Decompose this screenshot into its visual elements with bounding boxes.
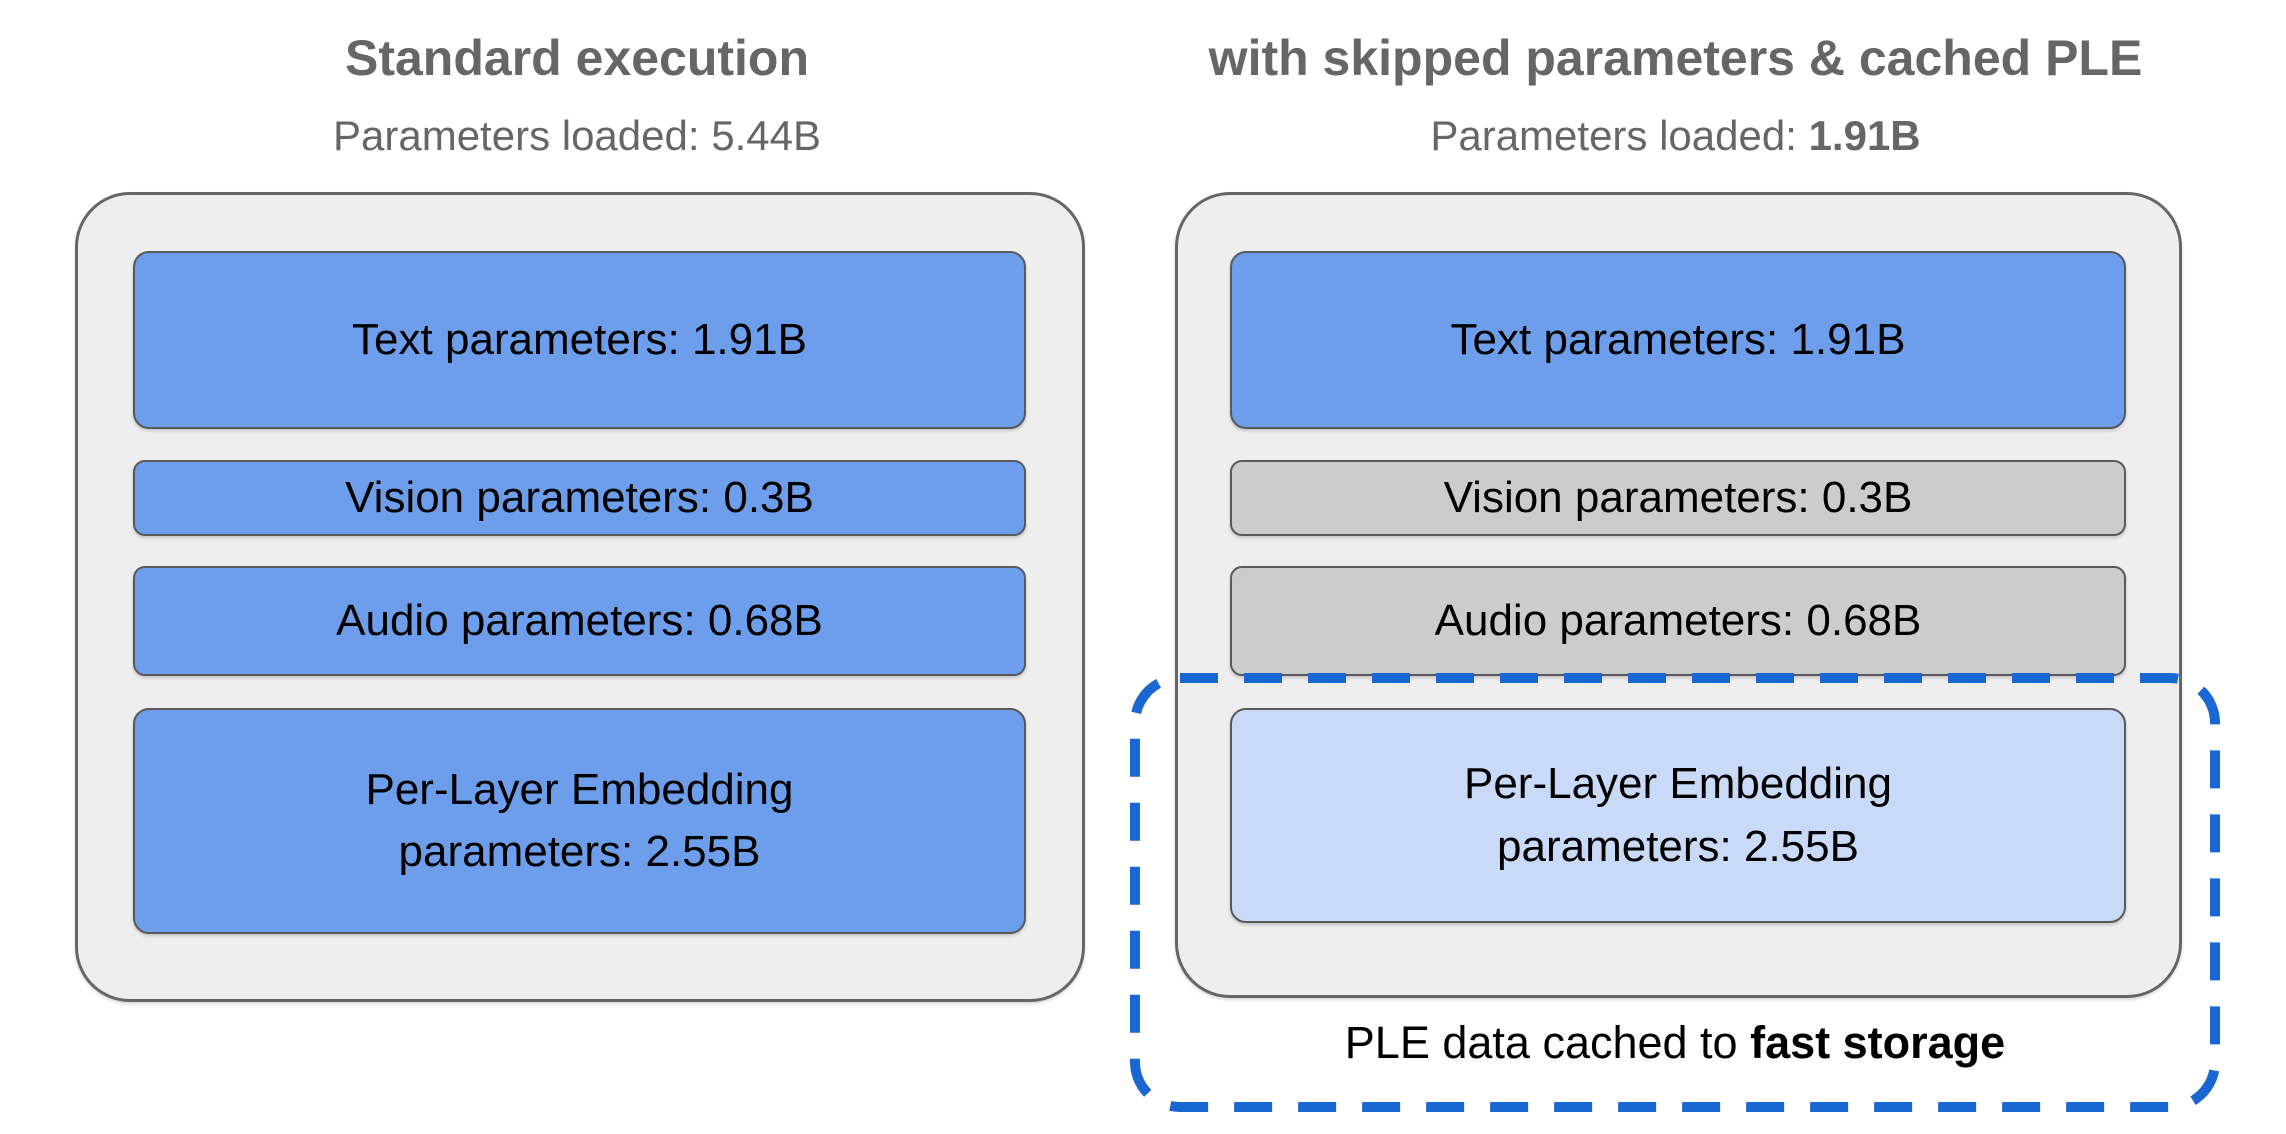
right-box-vision-parameters-skipped: Vision parameters: 0.3B bbox=[1230, 460, 2126, 536]
left-box-vision-parameters: Vision parameters: 0.3B bbox=[133, 460, 1026, 536]
right-box-text-parameters: Text parameters: 1.91B bbox=[1230, 251, 2126, 429]
right-panel-title: with skipped parameters & cached PLE bbox=[1208, 30, 2143, 86]
ple-cache-caption-bold: fast storage bbox=[1750, 1017, 2006, 1068]
left-box-per-layer-embedding-parameters: Per-Layer Embedding parameters: 2.55B bbox=[133, 708, 1026, 934]
right-panel-subtitle: Parameters loaded: 1.91B bbox=[1175, 108, 2176, 164]
ple-cache-caption: PLE data cached to fast storage bbox=[1135, 1012, 2215, 1074]
left-model-container: Text parameters: 1.91B Vision parameters… bbox=[75, 192, 1085, 1002]
right-subtitle-label: Parameters loaded: bbox=[1430, 112, 1809, 159]
right-model-container: Text parameters: 1.91B Vision parameters… bbox=[1175, 192, 2182, 998]
left-box-text-parameters: Text parameters: 1.91B bbox=[133, 251, 1026, 429]
right-subtitle-value: 1.91B bbox=[1808, 112, 1921, 159]
left-box-audio-parameters: Audio parameters: 0.68B bbox=[133, 566, 1026, 676]
left-panel-title: Standard execution bbox=[345, 30, 809, 86]
right-box-per-layer-embedding-parameters-cached: Per-Layer Embedding parameters: 2.55B bbox=[1230, 708, 2126, 923]
ple-cache-caption-prefix: PLE data cached to bbox=[1344, 1017, 1751, 1068]
right-box-audio-parameters-skipped: Audio parameters: 0.68B bbox=[1230, 566, 2126, 676]
left-subtitle-label: Parameters loaded: bbox=[333, 112, 712, 159]
left-panel-subtitle: Parameters loaded: 5.44B bbox=[75, 108, 1079, 164]
left-subtitle-value: 5.44B bbox=[711, 112, 821, 159]
